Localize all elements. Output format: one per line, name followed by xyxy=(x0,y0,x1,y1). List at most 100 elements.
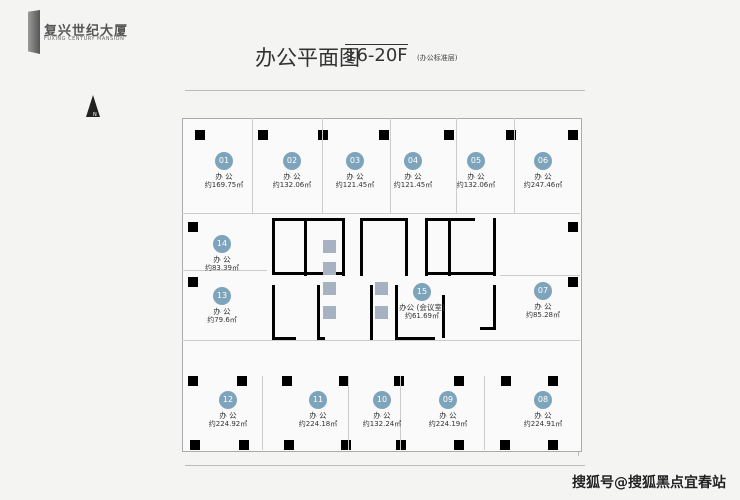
unit-12[interactable]: 12 办 公约224.92㎡ xyxy=(188,387,268,428)
partition-line xyxy=(348,376,349,450)
floor-range: 16-20F xyxy=(345,44,408,66)
column xyxy=(548,440,558,450)
unit-number-badge: 04 xyxy=(404,152,422,170)
core-wall xyxy=(342,218,345,276)
partition-line xyxy=(390,118,391,213)
unit-area: 约224.19㎡ xyxy=(428,420,468,428)
column xyxy=(454,440,464,450)
unit-04[interactable]: 04 办 公约121.45㎡ xyxy=(373,148,453,189)
unit-area: 约132.24㎡ xyxy=(362,420,402,428)
brand-name-en: FUXING CENTURY MANSION xyxy=(44,36,125,42)
column xyxy=(282,376,292,386)
brand-name: 复兴世纪大厦 xyxy=(44,24,129,39)
unit-number-badge: 01 xyxy=(215,152,233,170)
unit-label: 办 公 xyxy=(219,411,237,420)
elevator-icon xyxy=(323,240,336,253)
core-wall xyxy=(304,218,307,276)
north-arrow-icon xyxy=(86,95,100,117)
unit-number-badge: 02 xyxy=(283,152,301,170)
core-wall xyxy=(304,218,344,221)
partition-line xyxy=(456,118,457,213)
unit-number-badge: 14 xyxy=(213,235,231,253)
unit-number-badge: 09 xyxy=(439,391,457,409)
unit-label: 办 公 xyxy=(467,172,485,181)
unit-02[interactable]: 02 办 公约132.06㎡ xyxy=(252,148,332,189)
column xyxy=(339,376,349,386)
core-wall xyxy=(272,218,275,273)
unit-area: 约224.91㎡ xyxy=(523,420,563,428)
column xyxy=(190,440,200,450)
unit-area: 约121.45㎡ xyxy=(393,181,433,189)
unit-number-badge: 12 xyxy=(219,391,237,409)
unit-number-badge: 10 xyxy=(373,391,391,409)
core-wall xyxy=(480,327,496,330)
partition-line xyxy=(500,275,580,276)
unit-area: 约132.06㎡ xyxy=(272,181,312,189)
partition-line xyxy=(182,340,580,341)
core-wall xyxy=(360,218,363,276)
unit-10[interactable]: 10 办 公约132.24㎡ xyxy=(342,387,422,428)
column xyxy=(454,376,464,386)
core-wall xyxy=(395,285,398,340)
dimension-line-top xyxy=(185,90,585,91)
core-wall xyxy=(317,337,325,340)
elevator-icon xyxy=(323,282,336,295)
core-wall xyxy=(425,272,495,275)
unit-number-badge: 07 xyxy=(534,282,552,300)
core-wall xyxy=(272,272,342,275)
column xyxy=(188,277,198,287)
unit-area: 约224.18㎡ xyxy=(298,420,338,428)
partition-line xyxy=(182,213,580,214)
partition-line xyxy=(400,376,401,450)
core-wall xyxy=(360,218,405,221)
watermark: 搜狐号@搜狐黑点宜春站 xyxy=(572,475,726,491)
unit-area: 约83.39㎡ xyxy=(204,264,240,272)
unit-label: 办 公 xyxy=(373,411,391,420)
elevator-icon xyxy=(323,306,336,319)
column xyxy=(318,130,328,140)
column xyxy=(239,440,249,450)
core-wall xyxy=(425,218,428,276)
partition-line xyxy=(514,118,515,213)
unit-label: 办 公 xyxy=(404,172,422,181)
unit-label: 办 公 xyxy=(283,172,301,181)
partition-line xyxy=(322,118,323,213)
partition-line xyxy=(252,118,253,213)
column xyxy=(394,376,404,386)
core-wall xyxy=(272,337,296,340)
unit-area: 约224.92㎡ xyxy=(208,420,248,428)
unit-area: 约132.06㎡ xyxy=(456,181,496,189)
dimension-line-bottom xyxy=(185,465,585,466)
column xyxy=(548,376,558,386)
floor-subtitle: (办公标准层) xyxy=(417,54,458,62)
unit-label: 办 公 xyxy=(346,172,364,181)
partition-line xyxy=(484,376,485,450)
unit-09[interactable]: 09 办 公约224.19㎡ xyxy=(408,387,488,428)
elevator-icon xyxy=(375,282,388,295)
unit-label: 办 公 xyxy=(213,307,231,316)
core-wall xyxy=(317,285,320,340)
column xyxy=(396,440,406,450)
unit-label: 办 公 xyxy=(534,172,552,181)
unit-area: 约169.75㎡ xyxy=(204,181,244,189)
unit-area: 约79.6㎡ xyxy=(207,316,237,324)
unit-area: 约61.69㎡ xyxy=(404,312,440,320)
column xyxy=(188,376,198,386)
unit-label: 办 公 xyxy=(534,411,552,420)
core-wall xyxy=(442,295,445,338)
elevator-icon xyxy=(323,262,336,275)
unit-label: 办 公 xyxy=(439,411,457,420)
unit-area: 约121.45㎡ xyxy=(335,181,375,189)
column xyxy=(195,130,205,140)
page-title: 办公平面图 xyxy=(255,46,360,70)
